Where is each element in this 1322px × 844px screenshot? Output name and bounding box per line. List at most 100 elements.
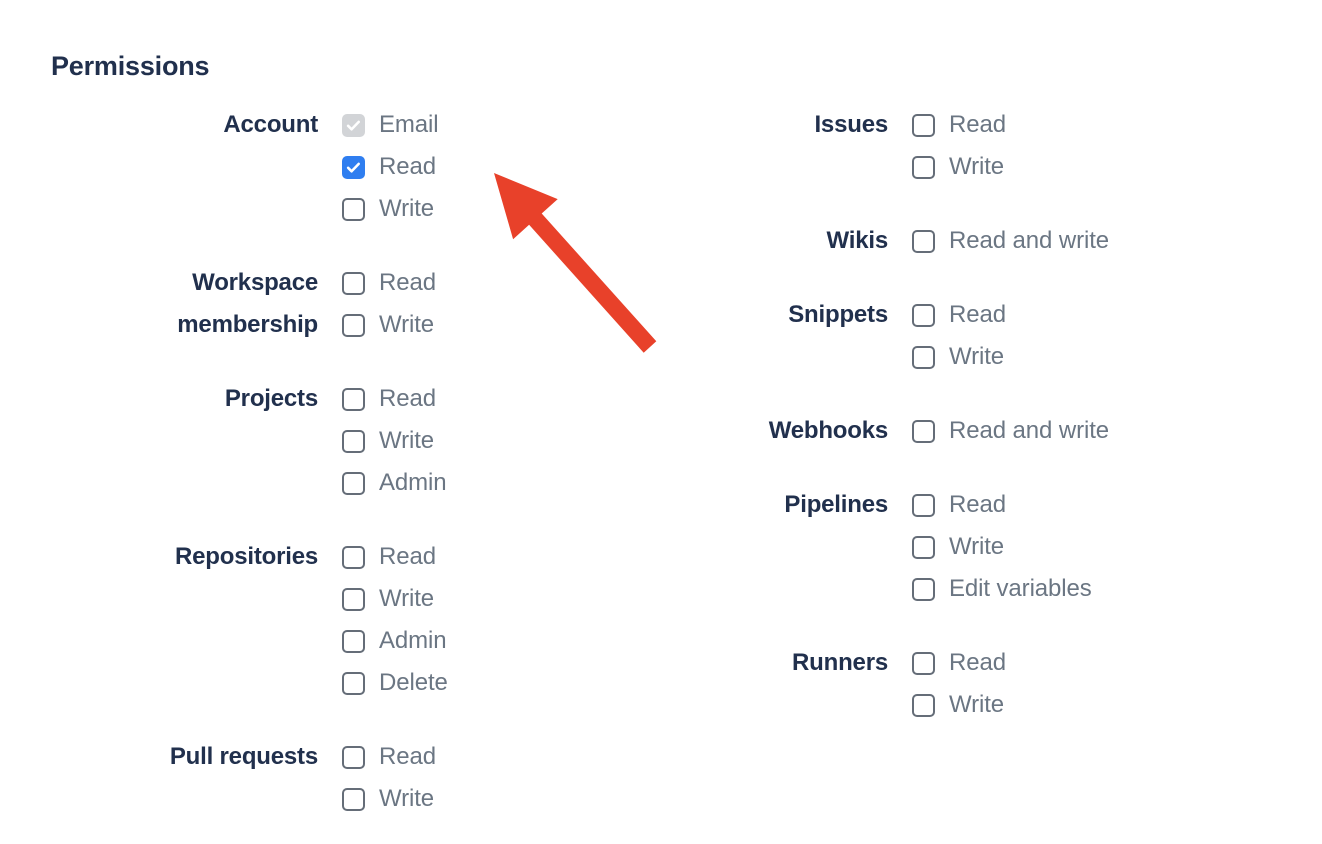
checkbox-pipelines-read[interactable] — [912, 493, 935, 517]
checkbox-runners-write[interactable] — [912, 693, 935, 717]
permission-option-label[interactable]: Read — [379, 269, 436, 296]
permission-option-row[interactable]: Read — [342, 146, 439, 188]
permission-option-label[interactable]: Read — [949, 301, 1006, 328]
permission-option-row[interactable]: Read — [912, 104, 1006, 146]
permission-options: Read and write — [912, 220, 1109, 262]
permission-option-row[interactable]: Email — [342, 104, 439, 146]
permission-option-label[interactable]: Delete — [379, 669, 448, 696]
permission-option-label[interactable]: Read — [949, 111, 1006, 138]
permission-group-label: Issues — [814, 111, 888, 138]
permission-option-label[interactable]: Write — [379, 195, 435, 222]
permission-option-row[interactable]: Write — [912, 684, 1006, 726]
checkbox-repositories-delete[interactable] — [342, 671, 365, 695]
permission-option-row[interactable]: Read — [342, 378, 447, 420]
permission-option-label[interactable]: Edit variables — [949, 575, 1092, 602]
permission-option-row[interactable]: Write — [342, 188, 439, 230]
permission-option-row[interactable]: Write — [342, 304, 436, 346]
checkbox-repositories-write[interactable] — [342, 587, 365, 611]
permission-option-label[interactable]: Write — [379, 785, 435, 812]
permission-option-label[interactable]: Email — [379, 111, 439, 138]
checkmark-icon — [344, 158, 363, 177]
checkbox-issues-write[interactable] — [912, 155, 935, 179]
permission-option-row[interactable]: Write — [912, 336, 1006, 378]
permission-option-label[interactable]: Read and write — [949, 227, 1110, 254]
permission-option-row[interactable]: Read — [912, 642, 1006, 684]
checkbox-workspace-membership-read[interactable] — [342, 271, 365, 295]
checkmark-icon — [344, 116, 363, 135]
permission-option-label[interactable]: Write — [949, 343, 1005, 370]
permission-option-label[interactable]: Read — [379, 385, 436, 412]
permission-option-label[interactable]: Write — [949, 153, 1005, 180]
permission-group-label: Repositories — [175, 543, 318, 570]
permission-option-row[interactable]: Edit variables — [912, 568, 1092, 610]
permission-option-label[interactable]: Read — [949, 491, 1006, 518]
permission-options: Read and write — [912, 410, 1109, 452]
checkbox-projects-write[interactable] — [342, 429, 365, 453]
checkbox-snippets-read[interactable] — [912, 303, 935, 327]
permission-group-label: Workspace membership — [177, 269, 318, 338]
checkbox-account-read[interactable] — [342, 155, 365, 179]
permission-option-label[interactable]: Admin — [379, 469, 447, 496]
permission-option-row[interactable]: Read — [342, 262, 436, 304]
permission-option-label[interactable]: Write — [949, 533, 1005, 560]
permission-option-label[interactable]: Admin — [379, 627, 447, 654]
permission-group-label: Pipelines — [784, 491, 888, 518]
page-title: Permissions — [51, 51, 210, 81]
checkbox-webhooks-read-and-write[interactable] — [912, 419, 935, 443]
checkbox-issues-read[interactable] — [912, 113, 935, 137]
permission-option-row[interactable]: Write — [912, 146, 1006, 188]
permission-option-label[interactable]: Read — [949, 649, 1006, 676]
permission-option-row[interactable]: Read — [912, 294, 1006, 336]
permission-group-label: Wikis — [826, 227, 889, 254]
checkbox-pipelines-edit-variables[interactable] — [912, 577, 935, 601]
checkbox-repositories-read[interactable] — [342, 545, 365, 569]
permission-option-label[interactable]: Read — [379, 743, 436, 770]
permission-option-row[interactable]: Delete — [342, 662, 448, 704]
permission-option-label[interactable]: Write — [379, 427, 435, 454]
permission-option-row[interactable]: Read and write — [912, 220, 1109, 262]
permission-option-row[interactable]: Read — [342, 736, 436, 778]
checkbox-runners-read[interactable] — [912, 651, 935, 675]
checkbox-projects-read[interactable] — [342, 387, 365, 411]
checkbox-repositories-admin[interactable] — [342, 629, 365, 653]
checkbox-pull-requests-read[interactable] — [342, 745, 365, 769]
checkbox-account-write[interactable] — [342, 197, 365, 221]
checkbox-wikis-read-and-write[interactable] — [912, 229, 935, 253]
permission-option-row[interactable]: Write — [342, 778, 436, 820]
permission-option-row[interactable]: Write — [342, 578, 448, 620]
permission-option-row[interactable]: Read — [342, 536, 448, 578]
permission-option-label[interactable]: Read and write — [949, 417, 1110, 444]
checkbox-projects-admin[interactable] — [342, 471, 365, 495]
permission-option-row[interactable]: Write — [342, 420, 447, 462]
permission-option-row[interactable]: Admin — [342, 462, 447, 504]
checkbox-workspace-membership-write[interactable] — [342, 313, 365, 337]
permission-option-label[interactable]: Read — [379, 153, 436, 180]
checkbox-snippets-write[interactable] — [912, 345, 935, 369]
permission-option-label[interactable]: Read — [379, 543, 436, 570]
permission-option-label[interactable]: Write — [379, 585, 435, 612]
permission-option-row[interactable]: Read and write — [912, 410, 1109, 452]
permission-option-row[interactable]: Read — [912, 484, 1092, 526]
permission-option-label[interactable]: Write — [949, 691, 1005, 718]
permission-group-label: Snippets — [788, 301, 888, 328]
permission-option-row[interactable]: Admin — [342, 620, 448, 662]
checkbox-account-email — [342, 113, 365, 137]
permission-option-row[interactable]: Write — [912, 526, 1092, 568]
permission-option-label[interactable]: Write — [379, 311, 435, 338]
checkbox-pipelines-write[interactable] — [912, 535, 935, 559]
checkbox-pull-requests-write[interactable] — [342, 787, 365, 811]
